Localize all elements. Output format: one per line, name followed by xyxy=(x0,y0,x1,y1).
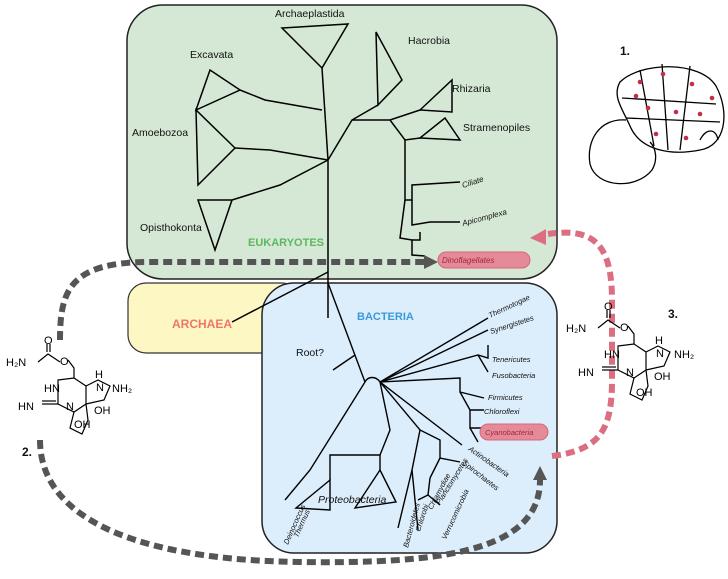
saxitoxin-molecule-right: H₂N O O HN H N NH₂ N HN OH OH xyxy=(566,301,694,401)
firmicutes-label: Firmicutes xyxy=(488,393,523,402)
proteobacteria-label: Proteobacteria xyxy=(318,494,386,506)
mol-right-n-ring: N xyxy=(656,348,664,360)
mol-left-o: O xyxy=(60,356,69,368)
amoebozoa-label: Amoebozoa xyxy=(132,127,188,139)
archaeplastida-label: Archaeplastida xyxy=(275,8,345,20)
mol-left-nh2: NH₂ xyxy=(112,383,132,395)
root-label: Root? xyxy=(296,347,324,359)
marker-1: 1. xyxy=(620,44,630,58)
fusobacteria-label: Fusobacteria xyxy=(492,371,535,380)
mol-left-n-ring: N xyxy=(96,382,104,394)
mol-right-o-top: O xyxy=(604,301,613,313)
saxitoxin-molecule-left: H₂N O O HN H N NH₂ N HN OH OH xyxy=(6,335,132,435)
dinoflagellates-highlight xyxy=(437,251,531,269)
dinoflagellate-cell-illustration xyxy=(588,63,725,185)
mol-left-h: H xyxy=(95,369,103,381)
mol-right-oh1: OH xyxy=(654,371,671,383)
mol-left-o-top: O xyxy=(44,335,53,347)
cyanobacteria-highlight xyxy=(479,423,549,441)
transfer-arrows xyxy=(37,229,615,566)
eukaryote-tree xyxy=(194,23,462,318)
mol-right-oh2: OH xyxy=(636,387,653,399)
stramenopiles-label: Stramenopiles xyxy=(463,122,530,134)
grey-arrow-bottom xyxy=(37,439,543,566)
mol-left-hn: HN xyxy=(44,383,60,395)
dinoflagellates-label: Dinoflagellates xyxy=(442,256,494,265)
mol-right-h2n: H₂N xyxy=(566,323,586,335)
pink-arrowhead xyxy=(530,229,546,245)
mol-right-h: H xyxy=(655,335,663,347)
marker-2: 2. xyxy=(22,445,32,459)
mol-right-n: N xyxy=(626,367,634,379)
pink-arrow xyxy=(547,229,615,459)
excavata-label: Excavata xyxy=(190,49,233,61)
mol-left-h2n: H₂N xyxy=(6,357,26,369)
eukaryotes-box xyxy=(126,4,558,280)
mol-left-nh: HN xyxy=(18,401,34,413)
rhizaria-label: Rhizaria xyxy=(452,83,491,95)
chloroflexi-label: Chloroflexi xyxy=(484,407,520,416)
grey-arrowhead-bottom xyxy=(533,466,547,480)
bacteria-label: BACTERIA xyxy=(357,311,414,323)
mol-left-oh1: OH xyxy=(94,405,111,417)
mol-left-oh2: OH xyxy=(74,419,91,431)
tenericutes-label: Tenericutes xyxy=(492,355,531,364)
mol-right-nh: HN xyxy=(578,367,594,379)
mol-right-o: O xyxy=(620,322,629,334)
grey-arrowhead-top xyxy=(424,255,438,269)
mol-left-n: N xyxy=(66,401,74,413)
cyanobacteria-label: Cyanobacteria xyxy=(485,428,533,437)
mol-right-hn: HN xyxy=(604,349,620,361)
mol-right-nh2: NH₂ xyxy=(674,349,694,361)
bacteria-tree xyxy=(284,282,489,531)
opisthokonta-label: Opisthokonta xyxy=(140,222,202,234)
grey-arrow-top xyxy=(57,259,430,341)
archaea-branch xyxy=(231,271,329,323)
eukaryotes-label: EUKARYOTES xyxy=(248,237,324,249)
marker-3: 3. xyxy=(668,307,678,321)
hacrobia-label: Hacrobia xyxy=(408,35,450,47)
archaea-label: ARCHAEA xyxy=(172,317,232,331)
